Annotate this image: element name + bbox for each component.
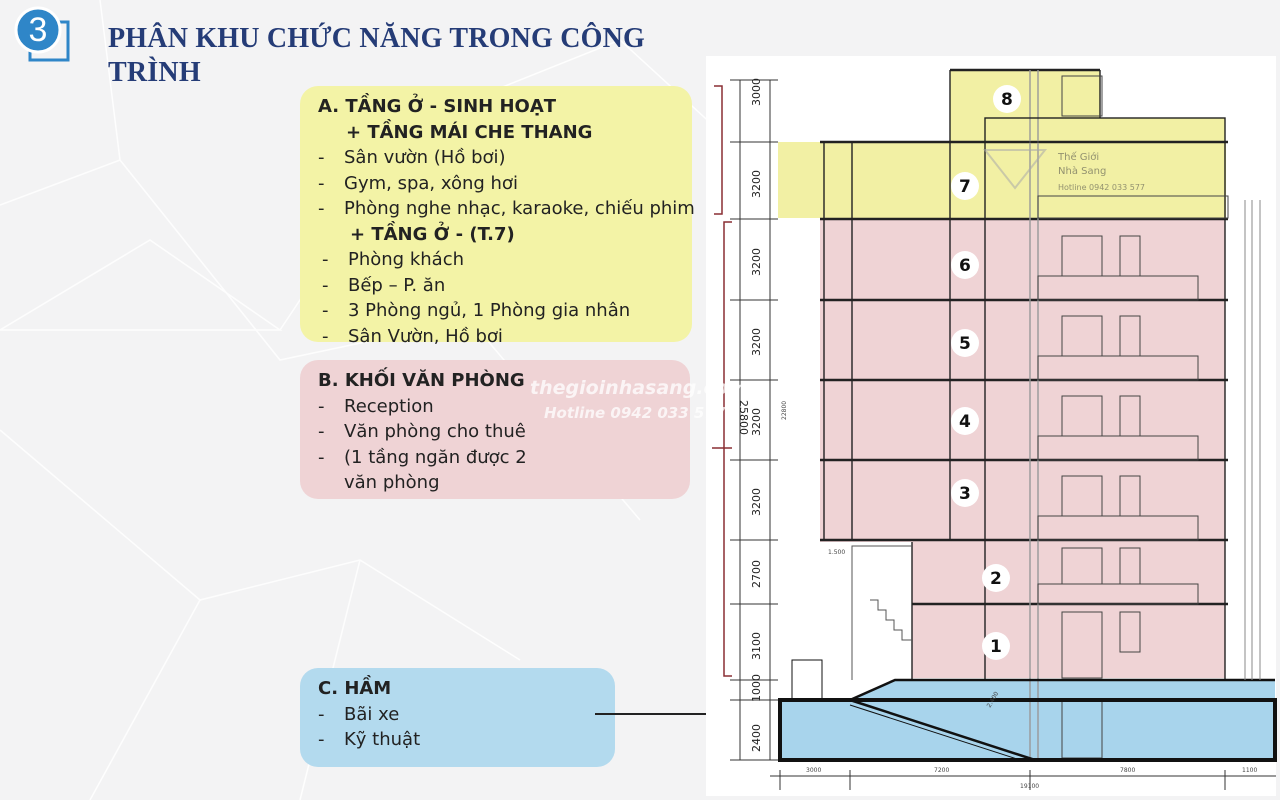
zone-brackets [712,85,732,677]
floor-height-dimensions: 3000 3200 3200 3200 3200 3200 2700 3100 … [737,78,1000,752]
dim-level-4: 3200 [750,408,763,436]
svg-text:Thế Giới: Thế Giới [1057,151,1099,163]
dim-level-3: 3200 [750,488,763,516]
zone-a-floor-fill [778,142,1226,218]
svg-text:1100: 1100 [1242,767,1257,774]
basement-outline [778,659,1277,762]
dim-right-total: 22800 [781,401,788,420]
dim-small-1: 1.500 [828,549,845,556]
svg-text:3000: 3000 [806,767,821,774]
basement-connector-line [595,713,753,715]
list-item: -Reception [318,395,434,417]
dim-level-2: 2700 [750,560,763,588]
svg-text:Hotline 0942 033 577: Hotline 0942 033 577 [544,404,726,422]
svg-text:Hotline 0942 033 577: Hotline 0942 033 577 [1058,183,1145,192]
floor-label-3: 3 [959,484,971,504]
balconies-windows [1037,75,1229,759]
dim-level-8: 3000 [750,78,763,106]
watermark-logo: Thế Giới Nhà Sang Hotline 0942 033 577 [982,149,1145,192]
diamond-logo-icon [982,149,1048,190]
zone-a-residential: A. TẦNG Ở - SINH HOẠT + TẦNG MÁI CHE THA… [300,86,695,347]
dim-level-basement: 2400 [750,724,763,752]
left-dimension-line [730,79,778,761]
building-section-drawing: 3000 3200 3200 3200 3200 3200 2700 3100 … [706,56,1277,796]
slide-number: 3 [28,11,48,49]
svg-text:Nhà Sang: Nhà Sang [1058,165,1106,177]
svg-text:thegioinhasang.com: thegioinhasang.com [530,377,748,399]
floor-label-1: 1 [990,637,1002,657]
zone-a-subheading-2: + TẦNG Ở - (T.7) [350,223,515,245]
zone-c-basement: C. HẦM -Bãi xe -Kỹ thuật [300,668,615,767]
list-item-continuation: văn phòng [344,472,440,493]
zone-a-subheading: + TẦNG MÁI CHE THANG [346,121,593,143]
dim-total-height: 25800 [737,400,750,435]
slide-number-badge [14,6,70,62]
dim-level-5: 3200 [750,328,763,356]
dim-level-7: 3200 [750,170,763,198]
floor-label-4: 4 [959,412,971,432]
floor-label-5: 5 [959,334,971,354]
dim-level-1: 3100 [750,632,763,660]
zone-a-roof-fill-2 [985,118,1225,142]
floor-label-8: 8 [1001,90,1013,110]
dim-level-ground: 1000 [750,674,763,702]
floor-label-2: 2 [990,569,1002,589]
svg-text:7200: 7200 [934,767,949,774]
svg-text:19100: 19100 [1020,783,1039,790]
list-item: -3 Phòng ngủ, 1 Phòng gia nhân [322,300,631,321]
entrance-stair [851,545,912,680]
list-item: -Phòng khách [322,249,464,270]
dim-level-6: 3200 [750,248,763,276]
list-item: -Sân Vườn, Hồ bơi [322,325,503,347]
list-item: -(1 tầng ngăn được 2 [318,446,527,468]
floor-labels: 8 7 6 5 4 3 2 1 [951,85,1021,660]
svg-text:7800: 7800 [1120,767,1135,774]
zone-b-lower-fill [912,542,1225,678]
zone-c-heading: C. HẦM [318,678,392,699]
list-item: -Kỹ thuật [318,729,421,750]
right-elevation-lines [1244,200,1261,680]
walls [823,70,1226,760]
zone-a-heading: A. TẦNG Ở - SINH HOẠT [318,96,557,117]
page-title: PHÂN KHU CHỨC NĂNG TRONG CÔNG TRÌNH [108,23,646,88]
floor-label-7: 7 [959,177,971,197]
zone-b-office: B. KHỐI VĂN PHÒNG -Reception -Văn phòng … [300,360,690,499]
floor-label-6: 6 [959,256,971,276]
list-item: -Sân vườn (Hồ bơi) [318,147,506,168]
zone-b-heading: B. KHỐI VĂN PHÒNG [318,370,525,391]
list-item: -Phòng nghe nhạc, karaoke, chiếu phim [318,198,695,219]
list-item: -Bếp – P. ăn [322,274,446,296]
list-item: -Bãi xe [318,703,400,725]
watermark-text: thegioinhasang.com Hotline 0942 033 577 [530,377,748,422]
list-item: -Văn phòng cho thuê [318,421,526,442]
bottom-dimension-line [770,770,1276,790]
bottom-dimensions: 3000 7200 7800 1100 19100 [806,767,1257,790]
list-item: -Gym, spa, xông hơi [318,172,518,194]
